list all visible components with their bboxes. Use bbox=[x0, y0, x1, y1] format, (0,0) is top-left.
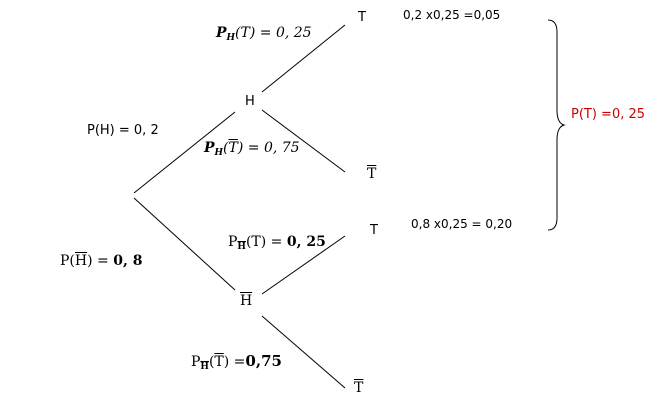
label-phbar-t-rest: (T) = bbox=[245, 234, 287, 250]
total-probability: P(T) =0, 25 bbox=[571, 107, 646, 122]
branch-hbar-to-t bbox=[261, 235, 346, 295]
product-top: 0,2 x0,25 =0,05 bbox=[403, 8, 501, 22]
label-ph-t: PH(T) = 0, 25 bbox=[216, 26, 312, 43]
branch-h-to-tbar bbox=[261, 109, 346, 173]
label-phbar-tbar-open: ( bbox=[208, 354, 215, 370]
label-phbar-tbar: PH(T) =0,75 bbox=[191, 354, 282, 372]
label-phbar-t-sub: H bbox=[237, 242, 246, 252]
label-phbar-t-p: P bbox=[228, 234, 238, 250]
label-ph-tbar-sub: H bbox=[214, 148, 224, 158]
label-p-hbar-prefix: P( bbox=[60, 253, 75, 269]
label-p-hbar-suffix: ) = bbox=[87, 253, 114, 269]
node-h: H bbox=[245, 94, 255, 109]
branch-h-to-t bbox=[261, 24, 346, 93]
node-t-bar-top: T bbox=[367, 166, 377, 182]
label-ph-t-rest: (T) = 0, 25 bbox=[235, 25, 312, 41]
label-p-hbar-event: H bbox=[74, 253, 88, 269]
branch-hbar-to-tbar bbox=[261, 315, 346, 389]
label-ph-tbar: PH(T) = 0, 75 bbox=[204, 141, 300, 158]
node-t-bar-bottom: T bbox=[354, 380, 364, 396]
node-h-bar: H bbox=[240, 293, 253, 309]
label-ph-tbar-p: P bbox=[204, 140, 215, 156]
label-ph-tbar-event: T bbox=[228, 140, 238, 156]
label-phbar-tbar-sub: H bbox=[200, 362, 209, 372]
label-phbar-tbar-rest: ) = bbox=[223, 354, 246, 370]
branch-root-to-h bbox=[133, 111, 236, 194]
label-phbar-t: PH(T) = 0, 25 bbox=[228, 235, 326, 252]
label-ph-t-p: P bbox=[216, 25, 227, 41]
label-phbar-tbar-value: 0,75 bbox=[245, 352, 282, 370]
curly-brace bbox=[547, 19, 566, 231]
product-bottom: 0,8 x0,25 = 0,20 bbox=[411, 217, 513, 231]
label-phbar-t-value: 0, 25 bbox=[286, 234, 326, 250]
label-phbar-tbar-p: P bbox=[191, 354, 201, 370]
node-t-top: T bbox=[358, 10, 366, 25]
label-ph-tbar-rest: ) = 0, 75 bbox=[237, 140, 300, 156]
branch-root-to-hbar bbox=[133, 197, 236, 291]
label-phbar-tbar-event: T bbox=[214, 354, 224, 370]
label-ph-t-sub: H bbox=[226, 33, 236, 43]
label-ph-tbar-open: ( bbox=[223, 140, 229, 156]
label-p-hbar: P(H) = 0, 8 bbox=[60, 254, 142, 268]
label-p-hbar-value: 0, 8 bbox=[113, 253, 143, 269]
label-p-h: P(H) = 0, 2 bbox=[87, 123, 159, 138]
node-t-mid: T bbox=[370, 223, 378, 238]
